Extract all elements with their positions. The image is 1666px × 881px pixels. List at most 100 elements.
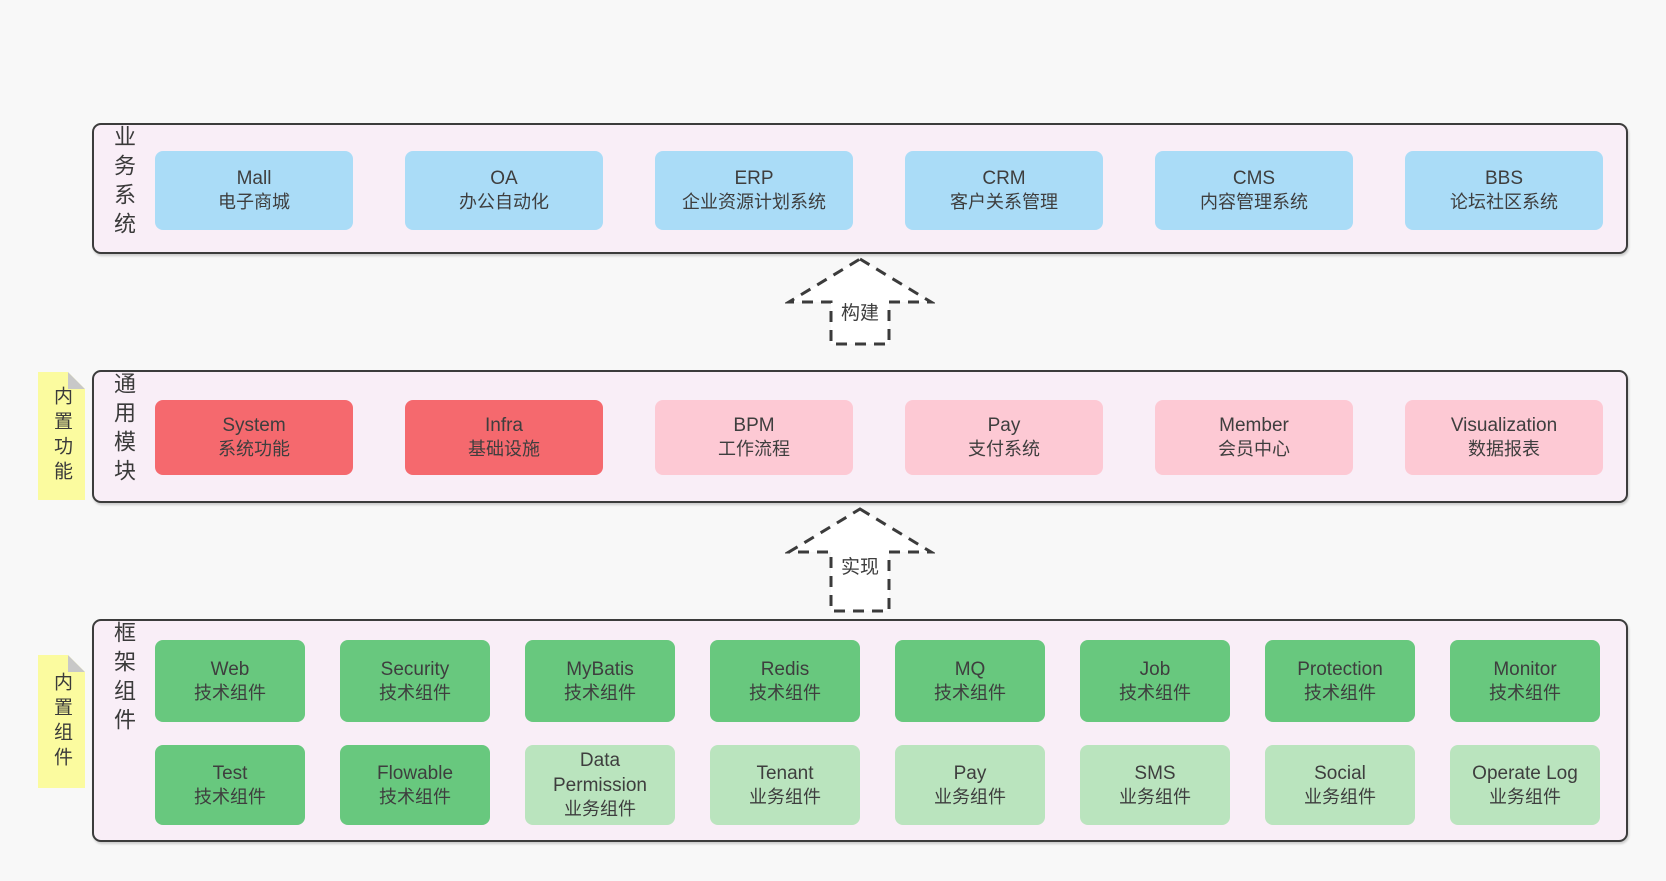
box-title: Flowable xyxy=(376,762,454,784)
box-subtitle: 工作流程 xyxy=(718,439,790,460)
box-subtitle: 技术组件 xyxy=(194,786,266,807)
box-title: CMS xyxy=(1232,168,1276,190)
layer-label-components: 框架组件 xyxy=(111,621,136,737)
box-subtitle: 技术组件 xyxy=(194,682,266,703)
box-title: Pay xyxy=(953,762,987,784)
layer-framework-components: 框架组件 Web 技术组件 Security 技术组件 MyBatis 技术组件… xyxy=(92,619,1628,842)
box-title: OA xyxy=(490,168,518,190)
component-box: MQ 技术组件 xyxy=(895,640,1045,722)
layer-business-systems: 业务系统 Mall 电子商城 OA 办公自动化 ERP 企业资源计划系统 CRM… xyxy=(92,123,1628,254)
box-subtitle: 业务组件 xyxy=(749,786,821,807)
box-title: Web xyxy=(210,658,250,680)
box-title: BBS xyxy=(1484,168,1524,190)
box-subtitle: 基础设施 xyxy=(468,439,540,460)
box-title: Monitor xyxy=(1493,658,1557,680)
box-subtitle: 客户关系管理 xyxy=(950,192,1058,213)
arrow-label: 实现 xyxy=(841,556,879,578)
box-subtitle: 支付系统 xyxy=(968,439,1040,460)
box-title: CRM xyxy=(982,168,1026,190)
box-subtitle: 业务组件 xyxy=(934,786,1006,807)
component-box: Monitor 技术组件 xyxy=(1450,640,1600,722)
component-box: SMS 业务组件 xyxy=(1080,745,1230,825)
component-box: Job 技术组件 xyxy=(1080,640,1230,722)
up-arrow-shape xyxy=(785,507,935,613)
box-title: System xyxy=(222,415,286,437)
business-components-row: Test 技术组件 Flowable 技术组件 Data Permission … xyxy=(94,745,1626,825)
box-title: Security xyxy=(380,658,450,680)
component-box: Pay 业务组件 xyxy=(895,745,1045,825)
component-box: System 系统功能 xyxy=(155,400,353,475)
box-title: BPM xyxy=(733,415,775,437)
box-title: Infra xyxy=(484,415,524,437)
component-box: Redis 技术组件 xyxy=(710,640,860,722)
component-box: Security 技术组件 xyxy=(340,640,490,722)
tech-components-row: Web 技术组件 Security 技术组件 MyBatis 技术组件 Redi… xyxy=(94,640,1626,722)
box-subtitle: 会员中心 xyxy=(1218,439,1290,460)
box-subtitle: 业务组件 xyxy=(564,799,636,820)
box-subtitle: 内容管理系统 xyxy=(1200,192,1308,213)
component-box: Protection 技术组件 xyxy=(1265,640,1415,722)
box-title: MQ xyxy=(954,658,986,680)
component-box: Member 会员中心 xyxy=(1155,400,1353,475)
layer-label-modules: 通用模块 xyxy=(111,372,136,488)
component-box: Pay 支付系统 xyxy=(905,400,1103,475)
box-subtitle: 技术组件 xyxy=(379,786,451,807)
sticky-note-builtin-features: 内置功能 xyxy=(38,372,85,500)
component-box: ERP 企业资源计划系统 xyxy=(655,151,853,230)
box-subtitle: 技术组件 xyxy=(379,682,451,703)
component-box: OA 办公自动化 xyxy=(405,151,603,230)
component-box: Social 业务组件 xyxy=(1265,745,1415,825)
box-subtitle: 数据报表 xyxy=(1468,439,1540,460)
box-subtitle: 业务组件 xyxy=(1304,786,1376,807)
component-box: BBS 论坛社区系统 xyxy=(1405,151,1603,230)
box-subtitle: 技术组件 xyxy=(564,682,636,703)
box-subtitle: 办公自动化 xyxy=(459,192,549,213)
note-fold-icon xyxy=(68,655,85,672)
component-box: Infra 基础设施 xyxy=(405,400,603,475)
component-box: Test 技术组件 xyxy=(155,745,305,825)
component-box: CMS 内容管理系统 xyxy=(1155,151,1353,230)
arrow-label: 构建 xyxy=(841,302,879,324)
box-subtitle: 业务组件 xyxy=(1489,786,1561,807)
box-subtitle: 企业资源计划系统 xyxy=(682,192,826,213)
arrow-up-build-icon: 构建 xyxy=(785,257,935,346)
component-box: CRM 客户关系管理 xyxy=(905,151,1103,230)
note-text: 内置功能 xyxy=(51,386,72,486)
box-subtitle: 论坛社区系统 xyxy=(1450,192,1558,213)
box-subtitle: 技术组件 xyxy=(1489,682,1561,703)
box-title: Member xyxy=(1219,415,1289,437)
box-title: Tenant xyxy=(756,762,814,784)
box-title: Protection xyxy=(1297,658,1383,680)
note-fold-icon xyxy=(68,372,85,389)
box-subtitle: 技术组件 xyxy=(1119,682,1191,703)
up-arrow-shape xyxy=(785,257,935,346)
box-title: Operate Log xyxy=(1472,762,1578,784)
component-box: Data Permission 业务组件 xyxy=(525,745,675,825)
box-title: Mall xyxy=(236,168,272,190)
box-subtitle: 业务组件 xyxy=(1119,786,1191,807)
component-box: Mall 电子商城 xyxy=(155,151,353,230)
arrow-up-implement-icon: 实现 xyxy=(785,507,935,613)
box-title: SMS xyxy=(1134,762,1176,784)
component-box: Flowable 技术组件 xyxy=(340,745,490,825)
box-title: Job xyxy=(1139,658,1171,680)
component-box: Visualization 数据报表 xyxy=(1405,400,1603,475)
box-title: Redis xyxy=(760,658,810,680)
business-box-row: Mall 电子商城 OA 办公自动化 ERP 企业资源计划系统 CRM 客户关系… xyxy=(94,151,1626,230)
component-box: Tenant 业务组件 xyxy=(710,745,860,825)
box-title: Social xyxy=(1314,762,1366,784)
component-box: Operate Log 业务组件 xyxy=(1450,745,1600,825)
box-subtitle: 系统功能 xyxy=(218,439,290,460)
box-subtitle: 电子商城 xyxy=(218,192,290,213)
box-subtitle: 技术组件 xyxy=(749,682,821,703)
component-box: Web 技术组件 xyxy=(155,640,305,722)
box-title: Pay xyxy=(987,415,1021,437)
layer-common-modules: 通用模块 System 系统功能 Infra 基础设施 BPM 工作流程 Pay… xyxy=(92,370,1628,503)
component-box: BPM 工作流程 xyxy=(655,400,853,475)
box-title: ERP xyxy=(734,168,774,190)
box-title: Data Permission xyxy=(553,750,647,797)
sticky-note-builtin-components: 内置组件 xyxy=(38,655,85,788)
layer-label-business: 业务系统 xyxy=(111,125,136,241)
box-subtitle: 技术组件 xyxy=(934,682,1006,703)
